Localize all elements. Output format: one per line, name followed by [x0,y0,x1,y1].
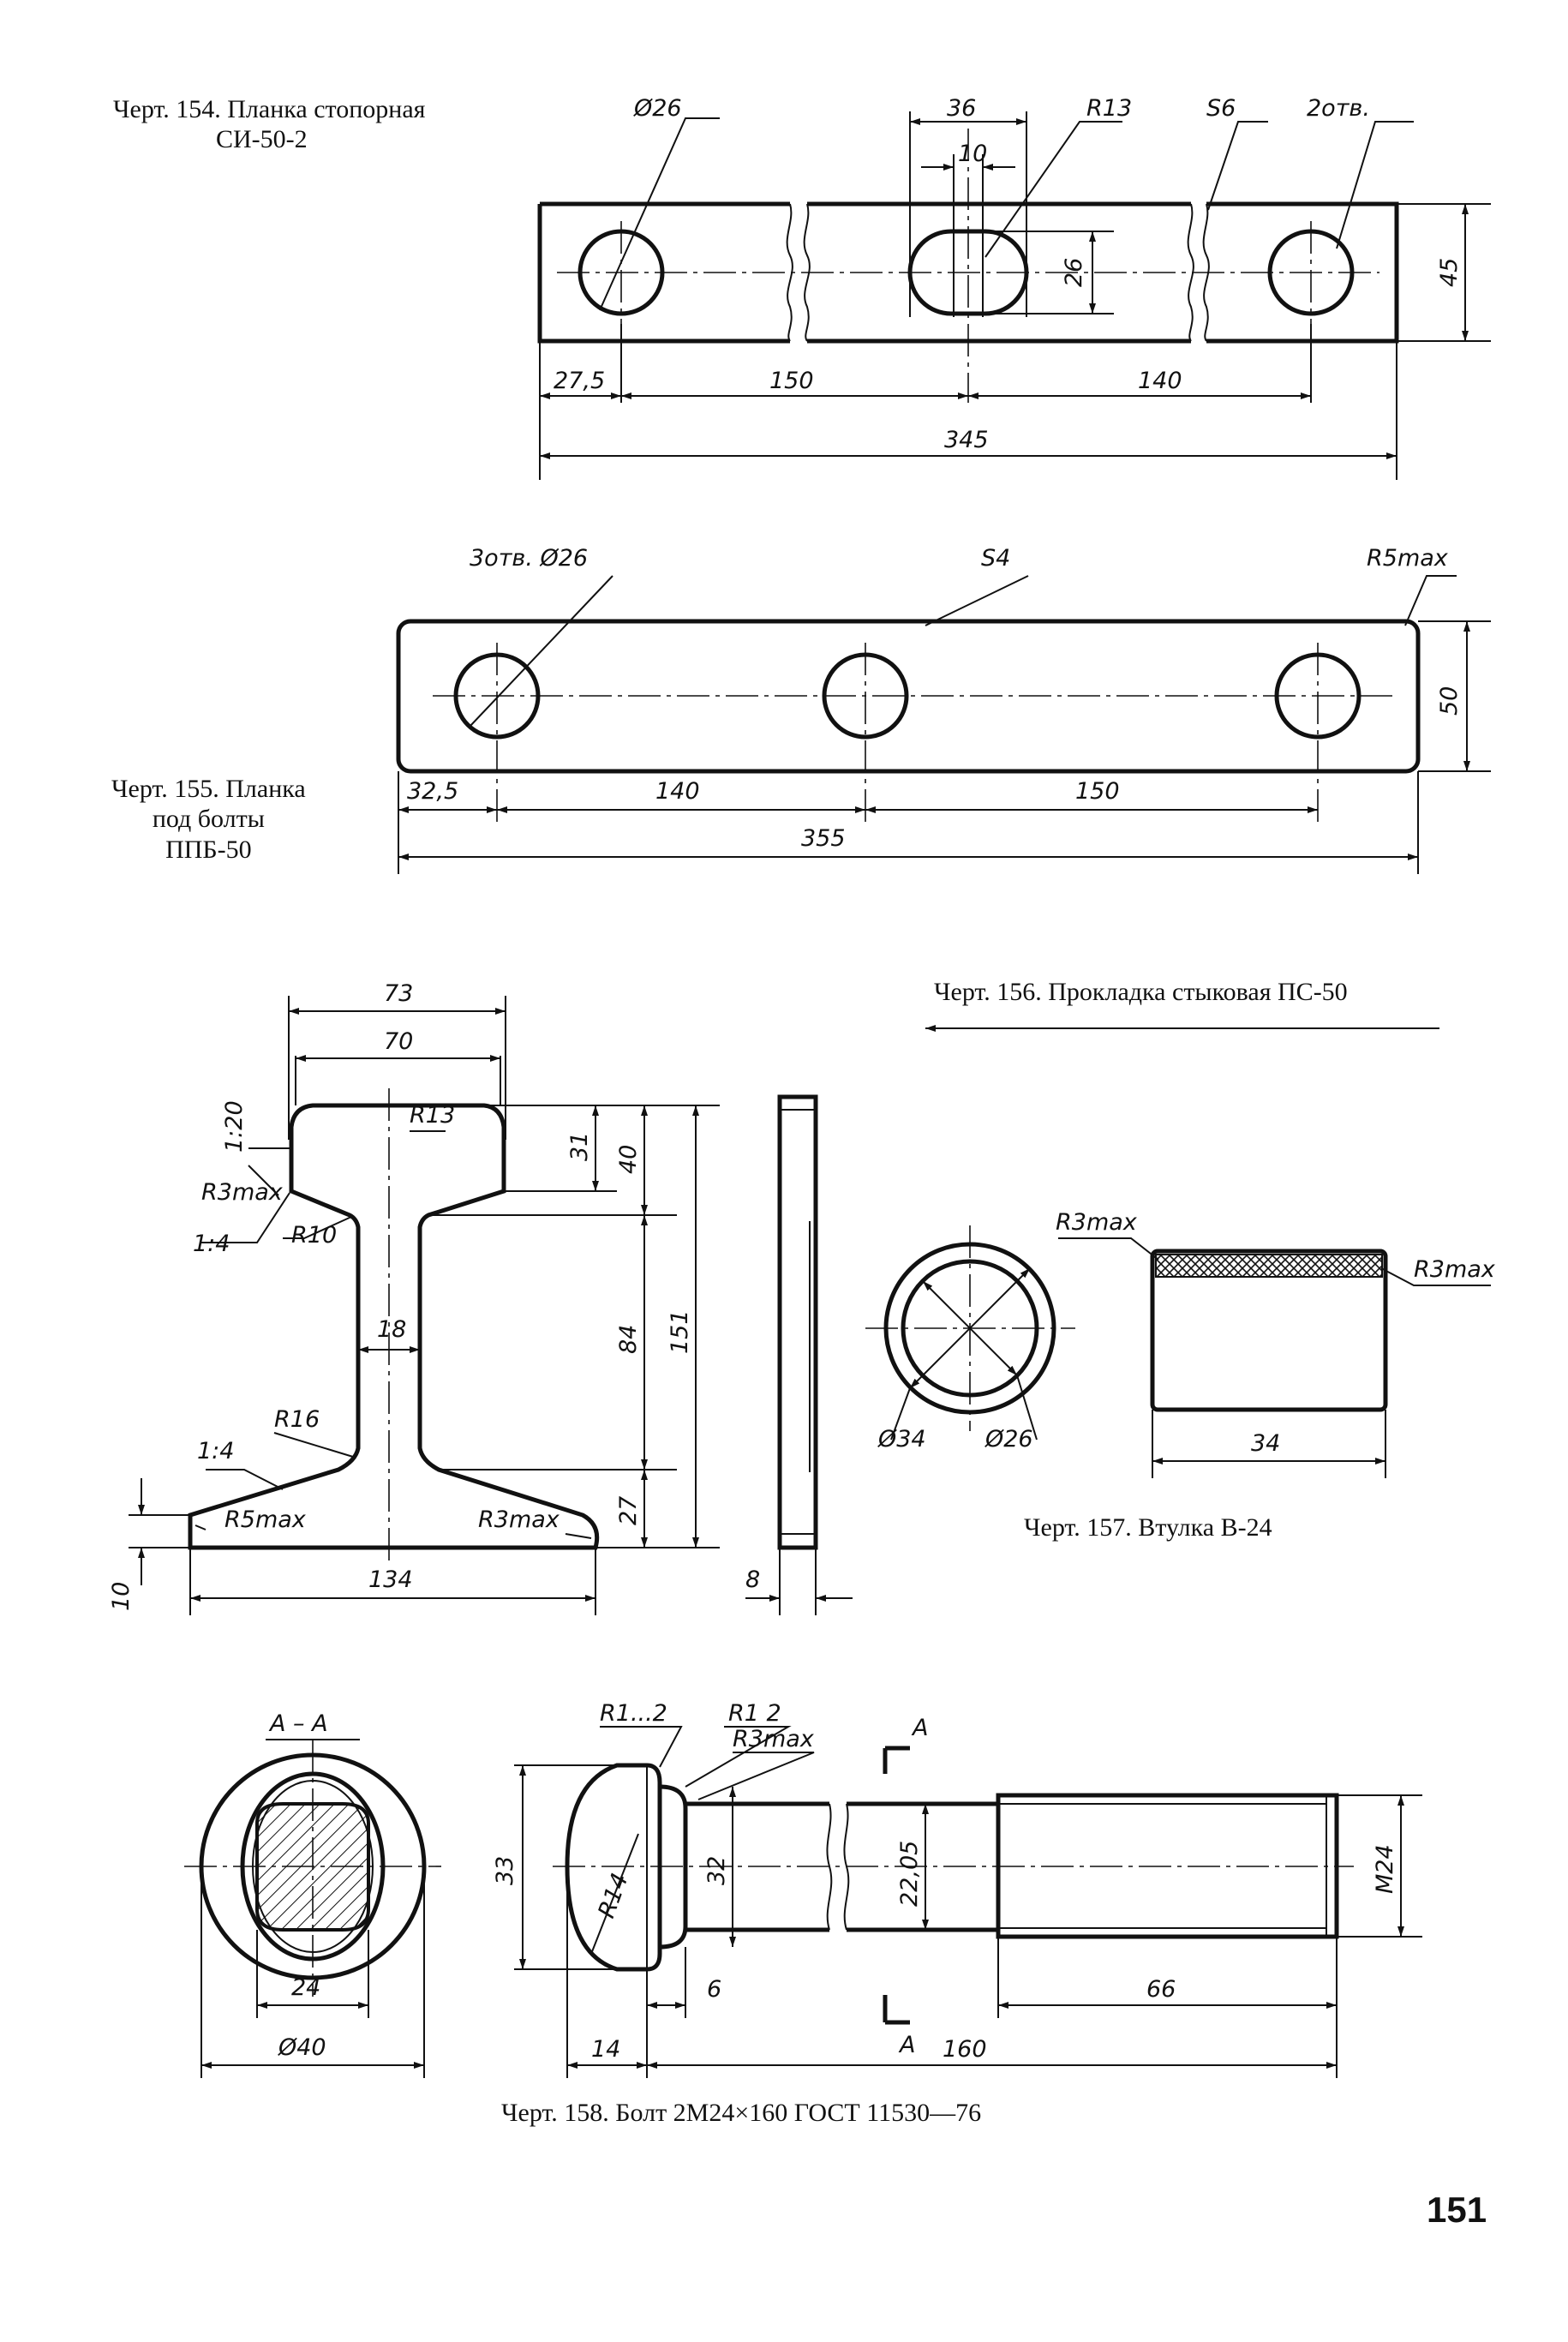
fig156-radius-4: R16 [274,1406,320,1433]
fig154-slot-height-label: 26 [1061,258,1087,287]
fig155-thickness-label: S4 [981,545,1010,572]
fig157-radius-right: R3max [1414,1256,1496,1283]
fig155-radius-label: R5max [1367,545,1449,572]
fig156-right-dim-5: 151 [667,1309,693,1354]
fig155-labels: 3отв. Ø26 S4 R5max 50 32,5 140 150 355 [407,545,1463,852]
fig154-labels: Ø26 36 10 R13 S6 2отв. 26 45 27,5 150 14… [554,95,1463,453]
fig156-right-dim-3: 84 [615,1325,642,1354]
fig158-height-2: 32 [703,1856,730,1885]
fig158-radius-3: R3max [733,1726,815,1752]
fig156-right-dim-2: 40 [615,1145,642,1174]
fig156-radius-1: R13 [410,1102,455,1129]
fig154-radius-label: R13 [1086,95,1132,122]
fig158-section-diam: Ø40 [278,2034,326,2061]
fig158-length-2: 66 [1146,1976,1176,2003]
caption-fig157: Черт. 157. Втулка В-24 [1024,1513,1272,1542]
fig156-radius-3: R10 [291,1222,337,1249]
fig155-plate [396,575,1491,874]
fig158-cut-mark-top: А [911,1715,928,1741]
fig154-dim-2: 150 [769,368,814,394]
fig155-holes-label: 3отв. Ø26 [470,545,588,572]
fig157-inner: Ø26 [984,1426,1033,1453]
fig156-top-dim-2: 70 [384,1028,413,1055]
fig156-rail-profile [129,996,720,1615]
fig155-overall: 355 [801,825,846,852]
fig154-span-label: 36 [947,95,976,122]
fig158-bolt [514,1726,1422,2078]
fig157-outer: Ø34 [877,1426,926,1453]
fig158-cut-mark-bottom: А [898,2032,915,2058]
fig158-length-3: 14 [591,2036,620,2063]
caption-fig156: Черт. 156. Прокладка стыковая ПС-50 [934,978,1348,1006]
fig156-labels: 73 70 1:20 1:4 1:4 R13 R3max R10 R16 R5m… [108,980,693,1611]
page-number: 151 [1427,2189,1487,2230]
fig154-slotw-label: 10 [958,141,987,167]
fig156-radius-5: R5max [224,1506,307,1533]
fig156-slope-2: 1:4 [193,1231,230,1257]
fig157-labels: Ø34 Ø26 34 R3max R3max [877,1209,1496,1457]
fig156-right-dim-1: 31 [566,1132,593,1161]
fig156-base-width: 134 [368,1566,413,1593]
fig158-length-1: 6 [707,1976,721,2003]
fig154-plate [537,111,1491,480]
fig157-radius-left: R3max [1056,1209,1138,1236]
fig154-holes-label: 2отв. [1307,95,1370,122]
fig158-length-4: 160 [943,2036,987,2063]
fig156-top-dim-1: 73 [384,980,413,1007]
fig156-slope-1: 1:20 [221,1100,248,1153]
caption-fig154-line2: СИ-50-2 [216,125,308,154]
fig155-dim-3: 150 [1075,778,1120,805]
fig158-labels: А – А 24 Ø40 R1...2 R1 2 R3max R14 33 32… [268,1700,1398,2063]
fig158-height-3: 22,05 [896,1841,923,1907]
fig156-base-edge: 10 [108,1582,135,1611]
fig154-dim-3: 140 [1138,368,1182,394]
fig158-section-width: 24 [291,1974,320,2001]
fig158-height-1: 33 [492,1856,518,1885]
fig154-thickness-label: S6 [1206,95,1236,122]
fig156-radius-6: R3max [478,1506,560,1533]
fig154-dim-1: 27,5 [554,368,605,394]
fig158-section-label: А – А [268,1710,328,1737]
fig154-height-label: 45 [1436,258,1463,287]
fig157-bushing [865,1225,1491,1478]
caption-fig155-line2: под болты [152,805,265,834]
caption-fig158: Черт. 158. Болт 2М24×160 ГОСТ 11530—76 [501,2099,982,2127]
fig154-diam-label: Ø26 [633,95,682,122]
fig158-section [184,1739,441,2078]
fig158-height-4: M24 [1372,1844,1398,1894]
fig154-overall: 345 [944,427,989,453]
fig158-radius-2: R1 2 [728,1700,781,1727]
fig156-web: 18 [377,1316,406,1343]
fig158-radius-4: R14 [593,1870,633,1922]
fig156-right-dim-4: 27 [615,1496,642,1525]
caption-fig155: Черт. 155. Планка под болты ППБ-50 [111,774,306,865]
fig156-thickness: 8 [745,1566,760,1593]
caption-fig154: Черт. 154. Планка стопорная СИ-50-2 [113,94,425,155]
fig156-slope-3: 1:4 [197,1438,234,1464]
fig156-radius-2: R3max [201,1179,284,1206]
fig155-height-label: 50 [1436,686,1463,716]
fig155-dim-2: 140 [655,778,700,805]
fig156-pad [745,1025,1439,1615]
caption-fig155-line3: ППБ-50 [165,835,252,864]
fig157-length: 34 [1251,1430,1280,1457]
caption-fig155-line1: Черт. 155. Планка [111,775,306,803]
caption-fig154-line1: Черт. 154. Планка стопорная [113,95,426,123]
fig158-radius-1: R1...2 [600,1700,667,1727]
fig155-dim-1: 32,5 [407,778,458,805]
